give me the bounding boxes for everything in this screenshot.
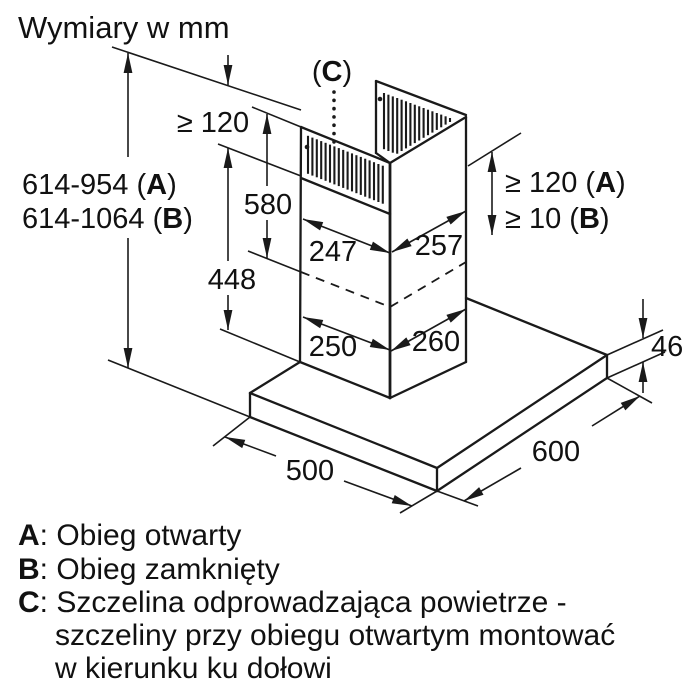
hood-top-front-right-edge bbox=[435, 353, 609, 470]
dim-247-line bbox=[302, 218, 391, 254]
hood-height-label: 46 bbox=[651, 331, 683, 363]
top-left-width-label: 247 bbox=[309, 236, 357, 268]
legend-line-a: A: Obieg otwarty bbox=[18, 519, 241, 552]
extension-lines bbox=[107, 106, 666, 514]
hood-body bbox=[248, 296, 609, 493]
back-grille-screw-hole bbox=[377, 96, 383, 102]
hood-depth-label: 500 bbox=[286, 455, 334, 487]
dim-600-right-segment bbox=[591, 395, 641, 427]
legend-line-c: C: Szczelina odprowadzająca powietrze - bbox=[18, 586, 567, 619]
dim-600-left-segment bbox=[463, 467, 522, 502]
width-extension-left bbox=[436, 490, 479, 507]
dim-250-line bbox=[302, 316, 391, 351]
dim-500-right-segment bbox=[343, 480, 413, 507]
chimney-bottom-right-edge bbox=[388, 360, 468, 400]
front-grille-slats bbox=[306, 135, 384, 204]
chimney-left-edge bbox=[298, 125, 303, 364]
chimney-bottom-extension bbox=[219, 328, 301, 363]
chimney-duct bbox=[298, 79, 468, 400]
front-grille-screw-hole bbox=[304, 144, 310, 150]
outlet-label: (C) bbox=[312, 56, 352, 88]
dim-260-line bbox=[390, 308, 467, 352]
front-grille-bottom-edge bbox=[299, 176, 392, 216]
legend: A: Obieg otwarty B: Obieg zamknięty C: S… bbox=[18, 519, 615, 685]
ceiling-line-left bbox=[111, 46, 302, 111]
chimney-top-extension bbox=[251, 106, 302, 128]
clearance-right-a-label: ≥ 120 (A) bbox=[505, 167, 626, 199]
dim-257-line bbox=[391, 210, 467, 253]
telescopic-joint-dashed-line bbox=[300, 261, 467, 308]
legend-line-c-cont-1: szczeliny przy obiegu otwartym montować bbox=[55, 619, 615, 652]
back-grille-slats bbox=[382, 93, 452, 154]
upper-duct-label: 580 bbox=[244, 189, 292, 221]
top-right-width-label: 257 bbox=[415, 230, 463, 262]
legend-line-b: B: Obieg zamknięty bbox=[18, 553, 280, 586]
joint-extension bbox=[247, 250, 302, 273]
chimney-top-left-edge bbox=[299, 125, 392, 165]
page-title: Wymiary w mm bbox=[18, 10, 230, 45]
depth-extension-right bbox=[399, 490, 438, 514]
dimension-labels: (C) ≥ 120 614-954 (A) 614-1064 (B) 580 4… bbox=[22, 56, 683, 487]
legend-line-c-cont-2: w kierunku ku dołowi bbox=[54, 652, 332, 685]
chimney-top-right-edge bbox=[388, 115, 468, 165]
bottom-right-width-label: 260 bbox=[412, 326, 460, 358]
depth-extension-left bbox=[212, 416, 251, 447]
width-extension-right bbox=[606, 377, 653, 404]
clearance-right-b-label: ≥ 10 (B) bbox=[505, 203, 610, 235]
hood-top-back-left-edge bbox=[248, 360, 302, 395]
total-height-a-label: 614-954 (A) bbox=[22, 169, 177, 201]
chimney-bottom-left-edge bbox=[298, 360, 392, 400]
total-height-b-label: 614-1064 (B) bbox=[22, 203, 193, 235]
hood-width-label: 600 bbox=[532, 436, 580, 468]
dimension-lines bbox=[123, 53, 648, 507]
hood-bottom-front-left-edge bbox=[248, 415, 439, 493]
ceiling-line-right bbox=[467, 132, 522, 167]
hood-bottom-front-right-edge bbox=[435, 376, 609, 493]
back-grille-top-edge bbox=[374, 79, 468, 117]
grille-level-extension-line bbox=[217, 143, 302, 177]
lower-duct-label: 448 bbox=[208, 264, 256, 296]
thickness-extension-top bbox=[606, 329, 664, 356]
bottom-left-width-label: 250 bbox=[309, 331, 357, 363]
thickness-extension-bottom bbox=[606, 351, 666, 379]
dim-500-left-segment bbox=[224, 436, 277, 457]
hood-top-front-left-edge bbox=[248, 391, 439, 470]
clearance-left-label: ≥ 120 bbox=[177, 107, 249, 139]
hood-top-back-right-edge bbox=[464, 296, 609, 357]
back-grille-bottom-edge bbox=[374, 151, 392, 165]
hood-bottom-extension bbox=[107, 359, 251, 418]
